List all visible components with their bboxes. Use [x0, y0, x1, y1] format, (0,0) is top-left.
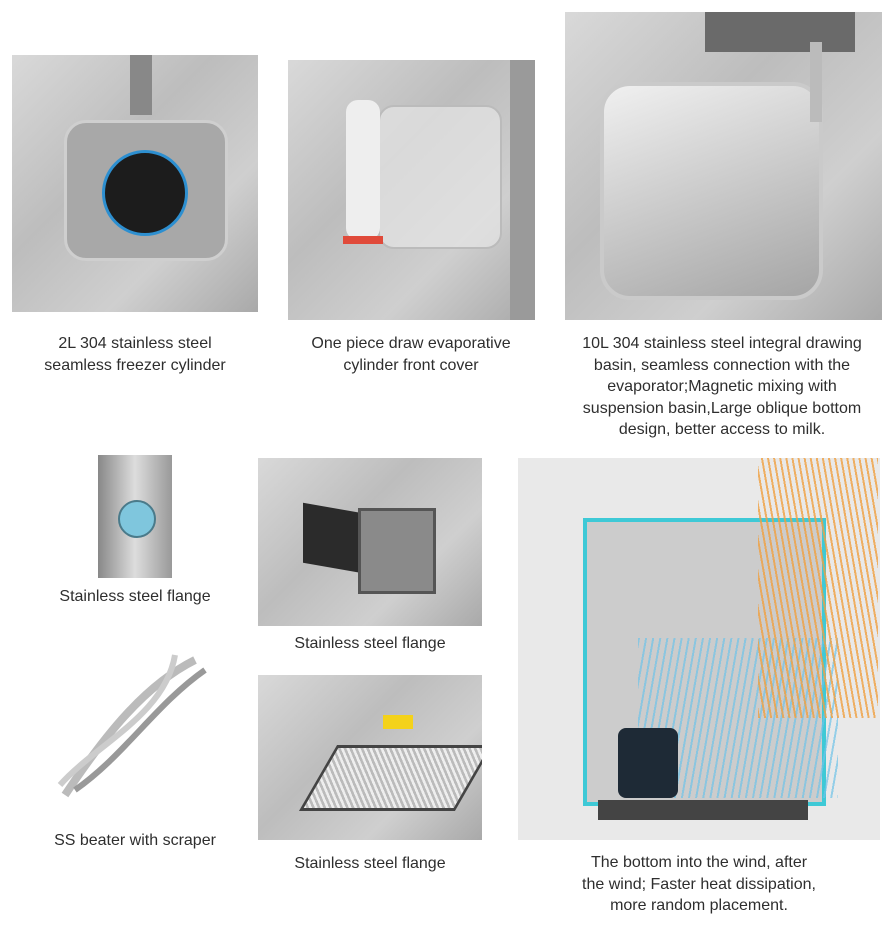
caption-line: design, better access to milk. [618, 421, 826, 438]
feature-caption: The bottom into the wind, after the wind… [582, 852, 816, 917]
feature-caption: Stainless steel flange [294, 853, 445, 875]
caption-line: evaporator;Magnetic mixing with [607, 378, 837, 395]
caption-line: One piece draw evaporative [311, 335, 511, 352]
flange-box-photo [258, 458, 482, 626]
feature-caption: Stainless steel flange [59, 586, 210, 608]
feature-caption: 2L 304 stainless steel seamless freezer … [44, 333, 225, 376]
caption-line: Stainless steel flange [294, 855, 446, 872]
filter-flange-photo [258, 675, 482, 840]
caption-line: 10L 304 stainless steel integral drawing [582, 335, 862, 352]
freezer-cylinder-photo [12, 55, 258, 312]
caption-line: seamless freezer cylinder [44, 356, 226, 374]
airflow-cutaway-photo [518, 458, 880, 840]
caption-line: more random placement. [610, 897, 788, 914]
caption-line: basin, seamless connection with the [593, 356, 851, 374]
front-cover-photo [288, 60, 535, 320]
caption-line: the wind; Faster heat dissipation, [582, 875, 816, 893]
feature-caption: 10L 304 stainless steel integral drawing… [582, 333, 862, 441]
caption-line: SS beater with scraper [54, 832, 216, 849]
feature-caption: One piece draw evaporative cylinder fron… [311, 333, 510, 376]
caption-line: 2L 304 stainless steel [58, 335, 212, 352]
feature-caption: Stainless steel flange [294, 633, 445, 655]
caption-line: cylinder front cover [343, 356, 479, 374]
caption-line: suspension basin,Large oblique bottom [582, 399, 862, 417]
beater-photo [45, 645, 215, 805]
feature-caption: SS beater with scraper [54, 830, 216, 852]
beater-illustration [57, 654, 207, 798]
drawing-basin-photo [565, 12, 882, 320]
caption-line: Stainless steel flange [294, 635, 446, 652]
caption-line: Stainless steel flange [59, 588, 211, 605]
caption-line: The bottom into the wind, after [590, 854, 808, 871]
flange-closeup-photo [98, 455, 172, 578]
